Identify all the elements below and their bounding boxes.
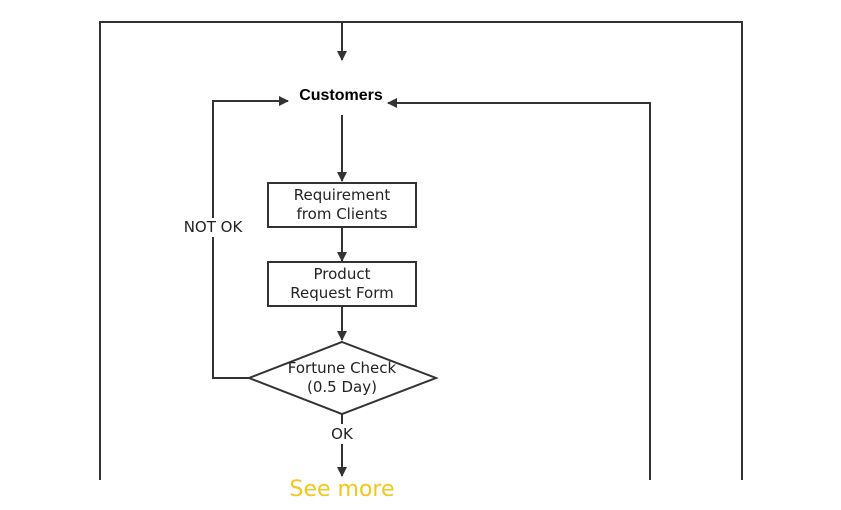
fortune-check-label-line2: (0.5 Day) [307, 378, 377, 396]
not-ok-label: NOT OK [176, 218, 250, 237]
product-request-label-line2: Request Form [290, 284, 394, 302]
product-request-box [267, 261, 417, 307]
product-request-label: Product Request Form [268, 265, 416, 303]
requirement-label-line1: Requirement [293, 186, 391, 204]
outer-loop-line [99, 21, 743, 480]
not-ok-arrow [212, 96, 289, 379]
requirement-label-line2: from Clients [296, 205, 388, 223]
customers-label: Customers [299, 87, 383, 104]
requirement-box [267, 182, 417, 228]
ok-label: OK [331, 425, 353, 443]
product-request-label-line1: Product [313, 265, 371, 283]
fortune-check-diamond [246, 340, 439, 416]
fortune-check-label: Fortune Check (0.5 Day) [262, 359, 422, 397]
requirement-label: Requirement from Clients [268, 186, 416, 224]
right-return-arrow [387, 98, 651, 480]
fortune-check-label-line1: Fortune Check [287, 359, 397, 377]
see-more-link[interactable]: See more [289, 477, 395, 502]
